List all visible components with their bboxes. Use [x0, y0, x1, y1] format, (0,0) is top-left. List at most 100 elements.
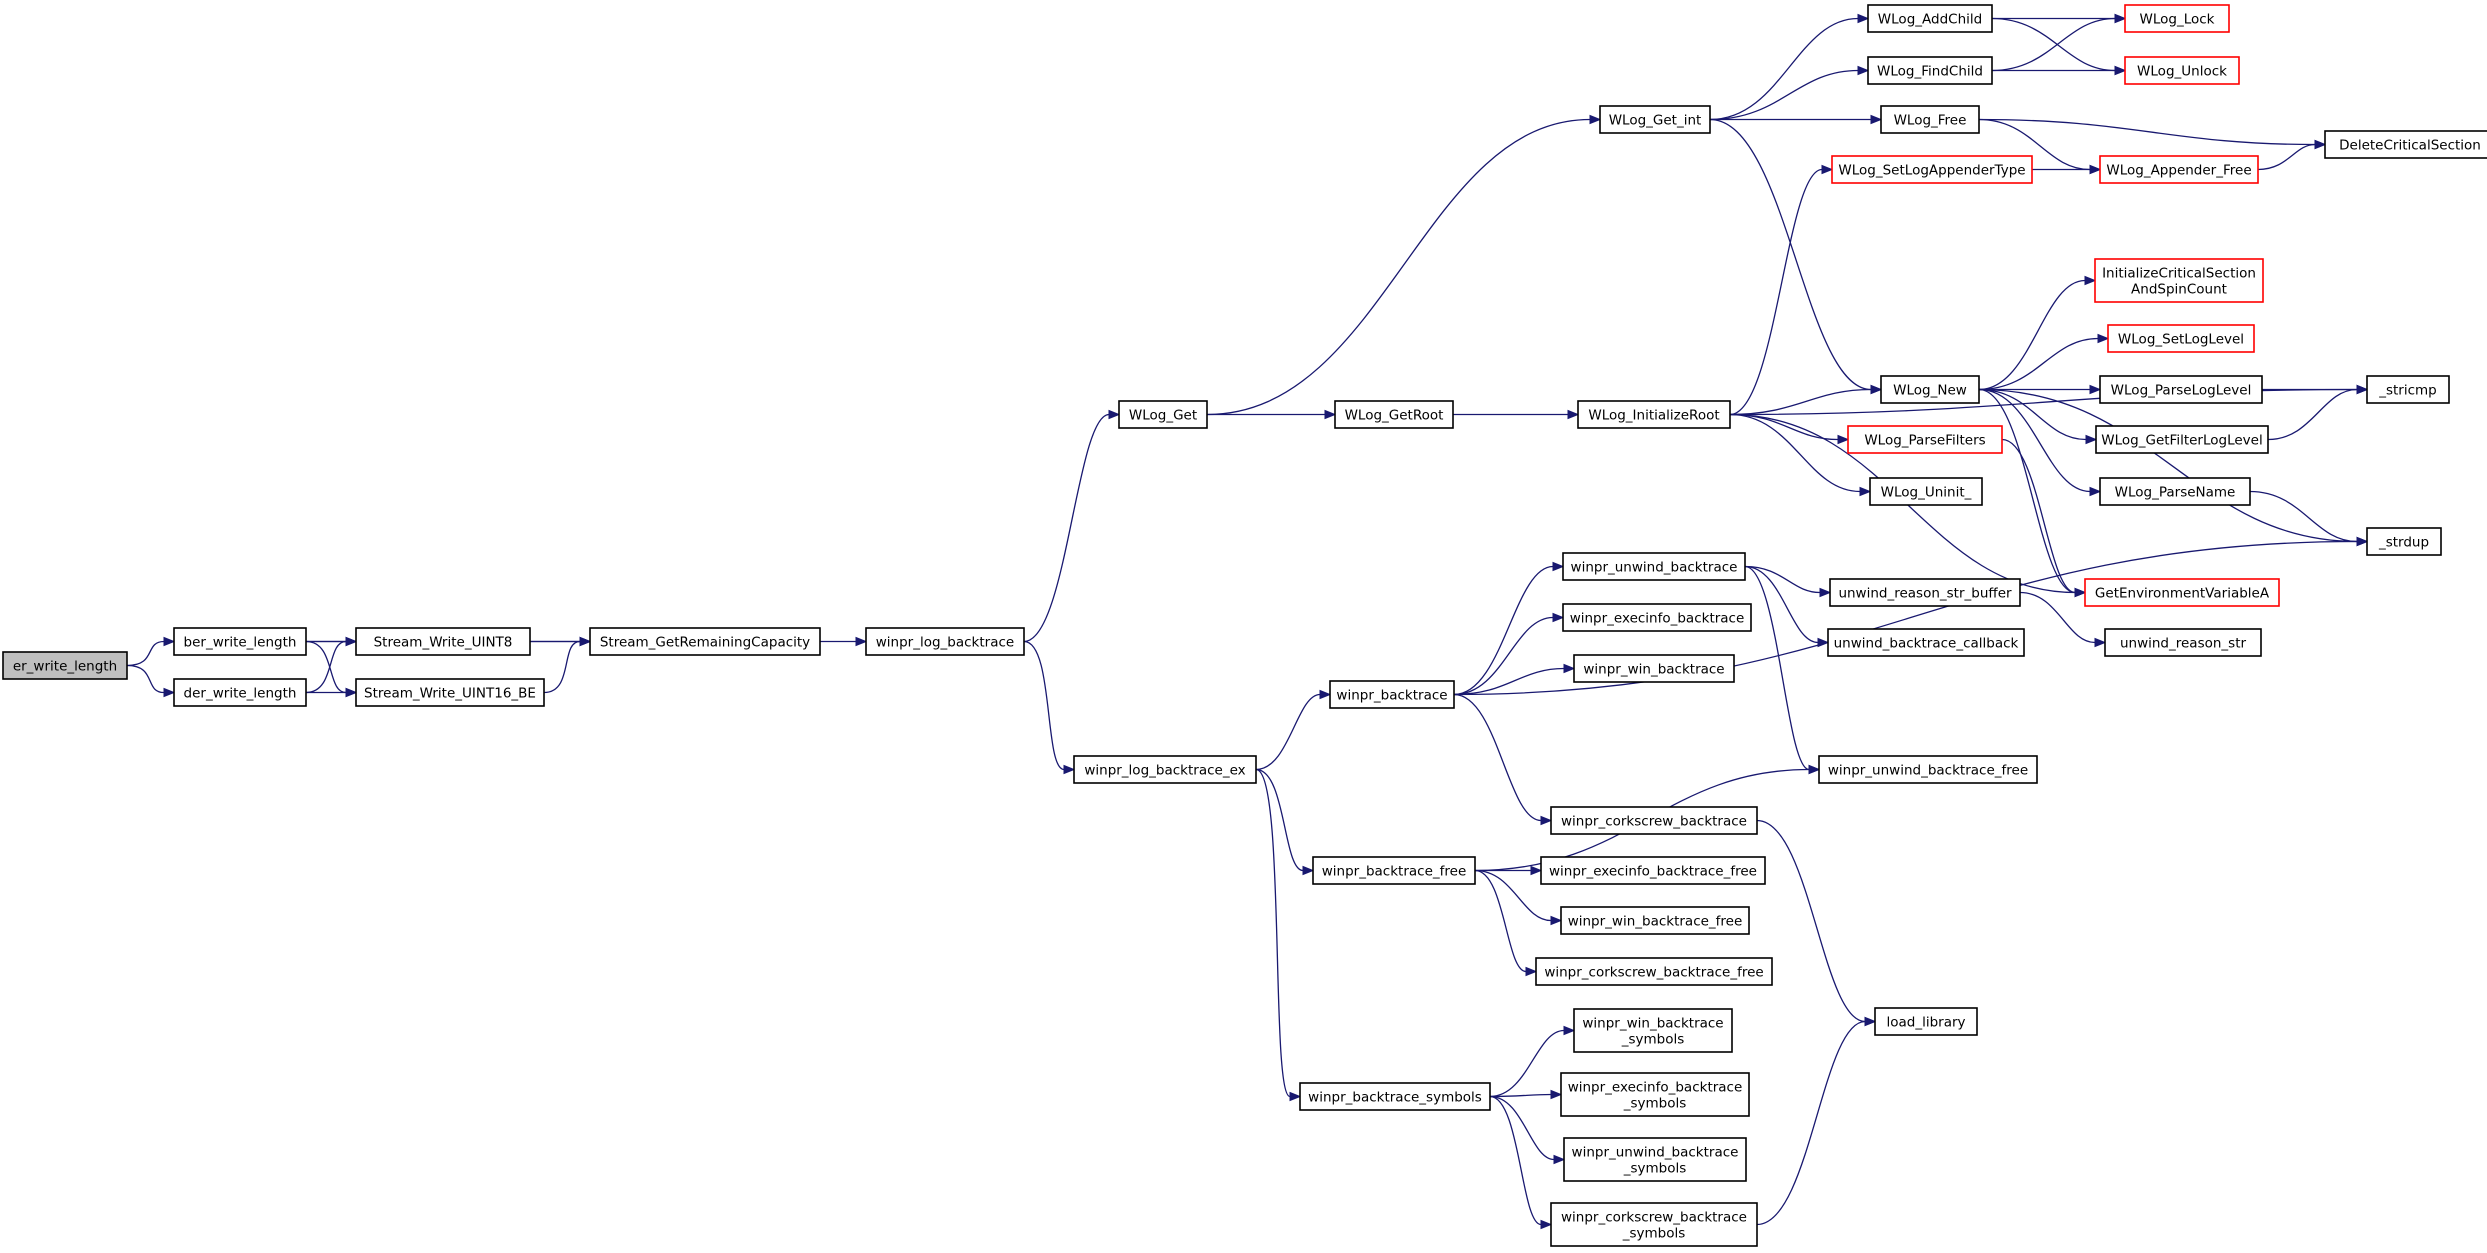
arrowhead-icon	[2114, 13, 2127, 24]
node-box	[1880, 375, 1980, 404]
node-label: WLog_FindChild	[1877, 64, 1983, 80]
node-wlog-free[interactable]: WLog_Free	[1880, 105, 1980, 134]
node-wlog-appender-free[interactable]: WLog_Appender_Free	[2099, 155, 2259, 184]
edge-winpr-corkscrew-backtrace-symbols-to-load-library	[1756, 1016, 1877, 1226]
edge-wlog-get-to-wlog-getroot	[1207, 409, 1337, 420]
node-box	[1562, 552, 1746, 581]
node-deletecriticalsection[interactable]: DeleteCriticalSection	[2324, 130, 2487, 159]
node-box	[1550, 1202, 1758, 1247]
node-box	[1535, 957, 1773, 986]
edge-winpr-unwind-backtrace-to-unwind-backtrace-callback	[1744, 565, 1830, 648]
node-label: ber_write_length	[184, 635, 297, 651]
node-unwind-backtrace-callback[interactable]: unwind_backtrace_callback	[1827, 628, 2025, 657]
edge-der-write-length-to-stream-write-uint16-be	[305, 687, 358, 698]
node-label: WLog_GetRoot	[1345, 408, 1444, 424]
node-winpr-execinfo-backtrace-symbols[interactable]: winpr_execinfo_backtrace_symbols	[1560, 1072, 1750, 1117]
node-winpr-win-backtrace-free[interactable]: winpr_win_backtrace_free	[1560, 906, 1750, 935]
node-wlog-parsename[interactable]: WLog_ParseName	[2099, 477, 2251, 506]
node-wlog-get[interactable]: WLog_Get	[1118, 400, 1208, 429]
node-winpr-corkscrew-backtrace[interactable]: winpr_corkscrew_backtrace	[1550, 806, 1758, 835]
node-label: winpr_log_backtrace	[876, 635, 1014, 651]
node-er-write-length[interactable]: er_write_length	[2, 651, 128, 680]
node-wlog-findchild[interactable]: WLog_FindChild	[1867, 56, 1993, 85]
arrowhead-icon	[1857, 65, 1870, 76]
node-winpr-backtrace-symbols[interactable]: winpr_backtrace_symbols	[1299, 1082, 1491, 1111]
node-wlog-getroot[interactable]: WLog_GetRoot	[1334, 400, 1454, 429]
node-label: load_library	[1886, 1015, 1965, 1031]
node-winpr-unwind-backtrace-free[interactable]: winpr_unwind_backtrace_free	[1818, 755, 2038, 784]
arrowhead-icon	[1550, 1089, 1563, 1100]
node-winpr-execinfo-backtrace-free[interactable]: winpr_execinfo_backtrace_free	[1540, 856, 1766, 885]
edge-wlog-getfilterloglevel-to-stricmp	[2267, 384, 2369, 441]
call-graph-nodes: er_write_length ber_write_length der_write…	[2, 4, 2487, 1247]
node-label: WLog_Get	[1129, 408, 1197, 424]
node-winpr-corkscrew-backtrace-free[interactable]: winpr_corkscrew_backtrace_free	[1535, 957, 1773, 986]
node-box	[355, 627, 531, 656]
node-wlog-getfilterloglevel[interactable]: WLog_GetFilterLogLevel	[2095, 425, 2269, 454]
node-box	[1560, 906, 1750, 935]
node-label: WLog_SetLogLevel	[2118, 332, 2244, 348]
node-unwind-reason-str-buffer[interactable]: unwind_reason_str_buffer	[1829, 578, 2021, 607]
arrowhead-icon	[2089, 384, 2102, 395]
node-getenvironmentvariablea[interactable]: GetEnvironmentVariableA	[2084, 578, 2280, 607]
node-winpr-backtrace-free[interactable]: winpr_backtrace_free	[1312, 856, 1476, 885]
node-wlog-setlogappendertype[interactable]: WLog_SetLogAppenderType	[1831, 155, 2033, 184]
node-winpr-execinfo-backtrace[interactable]: winpr_execinfo_backtrace	[1562, 603, 1752, 632]
node-winpr-unwind-backtrace-symbols[interactable]: winpr_unwind_backtrace_symbols	[1563, 1137, 1747, 1182]
node-box	[1118, 400, 1208, 429]
edge-winpr-backtrace-symbols-to-winpr-corkscrew-backtrace-symbols	[1489, 1095, 1553, 1230]
node-label: winpr_execinfo_backtrace_free	[1549, 864, 1757, 880]
node-box	[1562, 603, 1752, 632]
node-winpr-corkscrew-backtrace-symbols[interactable]: winpr_corkscrew_backtrace_symbols	[1550, 1202, 1758, 1247]
node-winpr-win-backtrace[interactable]: winpr_win_backtrace	[1573, 654, 1735, 683]
node-unwind-reason-str[interactable]: unwind_reason_str	[2104, 628, 2262, 657]
node-stricmp[interactable]: _stricmp	[2366, 375, 2450, 404]
node-wlog-addchild[interactable]: WLog_AddChild	[1867, 4, 1993, 33]
node-label: _symbols	[1623, 1161, 1687, 1177]
node-ber-write-length[interactable]: ber_write_length	[173, 627, 307, 656]
node-wlog-unlock[interactable]: WLog_Unlock	[2124, 56, 2240, 85]
node-winpr-log-backtrace-ex[interactable]: winpr_log_backtrace_ex	[1073, 755, 1257, 784]
arrowhead-icon	[1567, 409, 1580, 420]
edge-wlog-initializeroot-to-wlog-setlogappendertype	[1729, 164, 1834, 416]
node-wlog-uninit[interactable]: WLog_Uninit_	[1869, 477, 1983, 506]
node-winpr-win-backtrace-symbols[interactable]: winpr_win_backtrace_symbols	[1573, 1008, 1733, 1053]
edge-wlog-findchild-to-wlog-unlock	[1992, 65, 2127, 76]
node-box	[1577, 400, 1731, 429]
node-label: Stream_Write_UINT8	[374, 635, 513, 651]
node-wlog-initializeroot[interactable]: WLog_InitializeRoot	[1577, 400, 1731, 429]
node-wlog-parseloglevel[interactable]: WLog_ParseLogLevel	[2099, 375, 2263, 404]
node-box	[1329, 680, 1455, 709]
node-strdup[interactable]: _strdup	[2366, 527, 2442, 556]
edge-wlog-addchild-to-wlog-unlock	[1991, 17, 2127, 76]
node-box	[1560, 1072, 1750, 1117]
edge-wlog-initializeroot-to-wlog-new	[1729, 384, 1883, 416]
node-stream-write-uint8[interactable]: Stream_Write_UINT8	[355, 627, 531, 656]
edge-winpr-backtrace-to-winpr-win-backtrace	[1453, 663, 1576, 696]
node-wlog-new[interactable]: WLog_New	[1880, 375, 1980, 404]
node-stream-write-uint16-be[interactable]: Stream_Write_UINT16_BE	[355, 678, 545, 707]
node-winpr-unwind-backtrace[interactable]: winpr_unwind_backtrace	[1562, 552, 1746, 581]
node-label: WLog_Appender_Free	[2106, 163, 2251, 179]
node-wlog-parsefilters[interactable]: WLog_ParseFilters	[1847, 425, 2003, 454]
arrowhead-icon	[1063, 764, 1076, 775]
arrowhead-icon	[1324, 409, 1337, 420]
node-der-write-length[interactable]: der_write_length	[173, 678, 307, 707]
node-wlog-get-int[interactable]: WLog_Get_int	[1599, 105, 1711, 134]
node-box	[2324, 130, 2487, 159]
node-wlog-lock[interactable]: WLog_Lock	[2124, 4, 2230, 33]
node-wlog-setloglevel[interactable]: WLog_SetLogLevel	[2107, 324, 2255, 353]
node-label: WLog_Get_int	[1609, 113, 1702, 129]
node-box	[1818, 755, 2038, 784]
edge-winpr-backtrace-symbols-to-winpr-win-backtrace-symbols	[1489, 1025, 1576, 1098]
node-winpr-log-backtrace[interactable]: winpr_log_backtrace	[865, 627, 1025, 656]
node-winpr-backtrace[interactable]: winpr_backtrace	[1329, 680, 1455, 709]
node-stream-getremainingcapacity[interactable]: Stream_GetRemainingCapacity	[589, 627, 821, 656]
node-label: winpr_unwind_backtrace	[1572, 1145, 1739, 1161]
node-box	[2095, 425, 2269, 454]
node-label: winpr_unwind_backtrace_free	[1828, 763, 2028, 779]
arrowhead-icon	[1857, 13, 1870, 24]
node-load-library[interactable]: load_library	[1874, 1007, 1978, 1036]
edge-wlog-new-to-getenvironmentvariablea	[1978, 388, 2087, 598]
